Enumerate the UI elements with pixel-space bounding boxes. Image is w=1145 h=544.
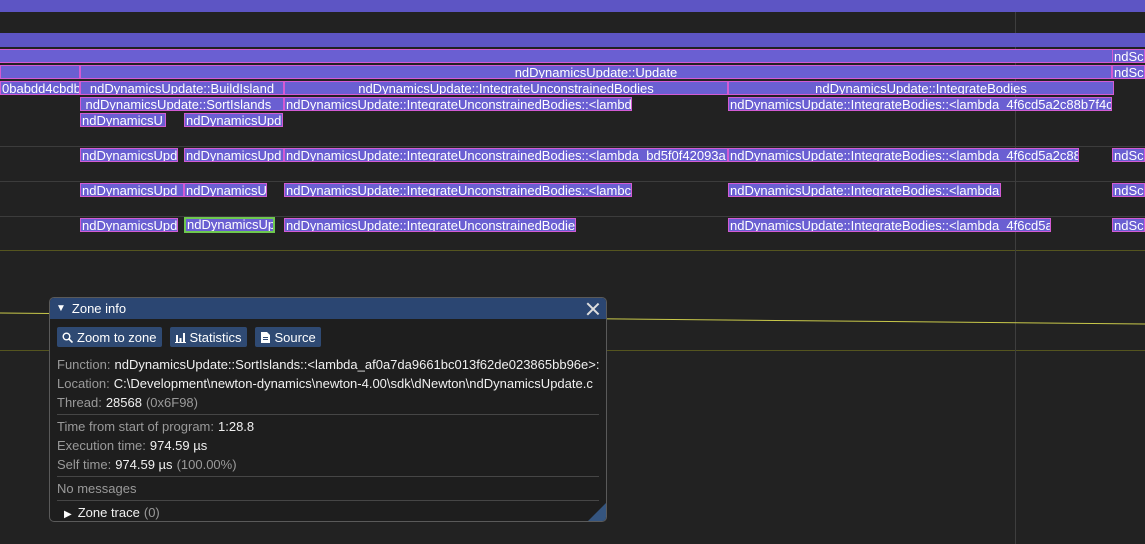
zone-bar-sort-child[interactable]: ndDynamicsUpd [184,113,283,127]
zone-bar-thread-task[interactable]: ndDynamicsUpdate::IntegrateUnconstrained… [284,148,728,162]
exec-label: Execution time: [57,438,146,453]
statistics-button[interactable]: Statistics [169,327,247,347]
zoom-to-zone-label: Zoom to zone [77,329,157,345]
zone-bar-thread-task[interactable]: ndDynamicsUpd [80,183,184,197]
time-row: Time from start of program: 1:28.8 [50,417,606,436]
zone-info-window: ▼ Zone info Zoom to zone Statistics Sour… [49,297,607,522]
thread-row: Thread:28568(0x6F98) [50,393,606,412]
zone-bar-update[interactable]: ndDynamicsUpdate::Update [80,65,1112,79]
zone-bar-thread-task[interactable]: ndDynamicsUpdate::IntegrateBodies::<lamb… [728,183,1001,197]
source-button[interactable]: Source [254,327,321,347]
zone-bar-world[interactable] [0,49,1112,63]
thread-value: 28568 [105,395,142,410]
zone-bar-bodies-lambda[interactable]: ndDynamicsUpdate::IntegrateBodies::<lamb… [728,97,1112,111]
zone-info-title: Zone info [71,301,127,316]
frame-bar[interactable] [0,0,1145,12]
zone-bar-integrate-bodies[interactable]: ndDynamicsUpdate::IntegrateBodies [728,81,1114,95]
zone-bar-integrate-unconstrained[interactable]: ndDynamicsUpdate::IntegrateUnconstrained… [284,81,728,95]
location-label: Location: [57,376,110,391]
function-row: Function:ndDynamicsUpdate::SortIslands::… [50,355,606,374]
zone-bar-sort-child[interactable]: ndDynamicsU [80,113,166,127]
messages-row: No messages [50,479,606,498]
zone-trace-count: (0) [143,505,160,520]
function-label: Function: [57,357,111,372]
divider [57,500,599,501]
zone-bar-build-island[interactable]: ndDynamicsUpdate::BuildIsland [80,81,284,95]
zone-bar-scene[interactable]: ndSce [1112,148,1145,162]
row-separator [0,146,1145,147]
zone-bar-sort-islands[interactable]: ndDynamicsUpdate::SortIslands_ [80,97,284,111]
messages-label: No messages [57,481,137,496]
row-separator [0,216,1145,217]
location-value[interactable]: C:\Development\newton-dynamics\newton-4.… [113,376,593,391]
divider [57,476,599,477]
zone-bar-thread-task[interactable]: ndDynamicsUpd [184,148,284,162]
zone-bar-scene[interactable]: ndSce [1112,183,1145,197]
zoom-to-zone-button[interactable]: Zoom to zone [57,327,162,347]
exec-value: 974.59 µs [149,438,208,453]
zone-bar-selected[interactable]: ndDynamicsUp [184,217,275,233]
thread-hex: (0x6F98) [145,395,198,410]
zone-bar-root[interactable] [0,33,1145,47]
zone-info-titlebar[interactable]: ▼ Zone info [50,298,606,319]
close-icon[interactable] [586,302,600,316]
thread-label: Thread: [57,395,102,410]
zone-bar-thread-task[interactable]: ndDynamicsUpdate::IntegrateBodies::<lamb… [728,218,1051,232]
function-value: ndDynamicsUpdate::SortIslands::<lambda_a… [114,357,600,372]
zone-trace-row[interactable]: ▶ Zone trace(0) [50,503,606,521]
zone-bar-scene[interactable]: ndSce [1112,49,1145,63]
row-separator [0,250,1145,251]
file-code-icon [260,331,271,343]
timeline-marker-line [1015,0,1016,544]
time-value: 1:28.8 [218,419,255,434]
zone-bar-hash-top[interactable] [0,65,80,79]
divider [57,414,599,415]
magnifier-icon [62,332,73,343]
zone-bar-thread-task[interactable]: ndDynamicsUpdate::IntegrateUnconstrained… [284,183,632,197]
self-value: 974.59 µs [115,457,173,472]
zone-bar-thread-task[interactable]: ndDynamicsU [184,183,267,197]
zone-info-toolbar: Zoom to zone Statistics Source [50,319,606,347]
location-row: Location:C:\Development\newton-dynamics\… [50,374,606,393]
zone-bar-unconstrained-lambda[interactable]: ndDynamicsUpdate::IntegrateUnconstrained… [284,97,632,111]
zone-bar-thread-task[interactable]: ndDynamicsUpd [80,218,178,232]
time-label: Time from start of program: [57,419,214,434]
zone-bar-hash[interactable]: 0babdd4cbdb5 [0,81,80,95]
zone-bar-thread-task[interactable]: ndDynamicsUpdate::IntegrateUnconstrained… [284,218,576,232]
zone-bar-thread-task[interactable]: ndDynamicsUpdate::IntegrateBodies::<lamb… [728,148,1079,162]
bar-chart-icon [174,332,186,343]
zone-trace-label[interactable]: Zone trace [77,505,140,520]
zone-bar-scene[interactable]: ndSce [1112,65,1145,79]
self-label: Self time: [57,457,112,472]
self-row: Self time:974.59 µs(100.00%) [50,455,606,474]
zone-bar-scene[interactable]: ndSce [1112,218,1145,232]
exec-row: Execution time:974.59 µs [50,436,606,455]
self-percent: (100.00%) [176,457,237,472]
source-label: Source [274,329,316,345]
zone-bar-thread-task[interactable]: ndDynamicsUpd [80,148,178,162]
collapse-triangle-icon[interactable]: ▼ [56,303,66,314]
row-separator [0,181,1145,182]
resize-grip-icon[interactable] [588,503,606,521]
statistics-label: Statistics [189,329,242,345]
expand-triangle-icon[interactable]: ▶ [64,509,72,520]
